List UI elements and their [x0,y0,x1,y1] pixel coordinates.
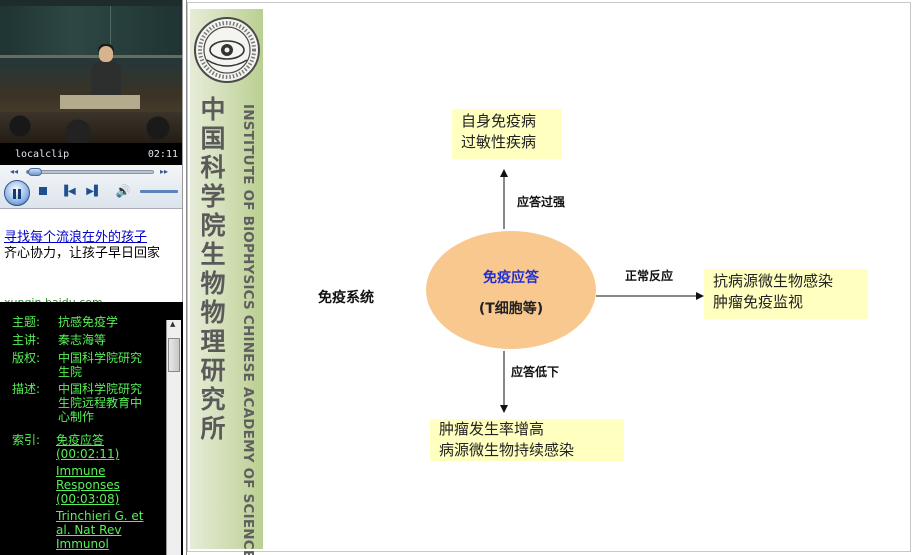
slide-frame: 中国科学院生物物理研究所 INSTITUTE OF BIOPHYSICS CHI… [187,2,911,555]
previous-icon: ▐◀ [60,185,76,197]
scroll-thumb[interactable] [168,338,180,372]
stop-icon [39,187,47,195]
info-value: 中国科学院研究生院 [58,351,143,379]
institute-seal-icon [194,17,260,83]
seek-thumb[interactable] [27,168,42,176]
banner-english-title: INSTITUTE OF BIOPHYSICS CHINESE ACADEMY … [240,104,256,555]
info-value: 秦志海等 [58,333,107,347]
box-overactive-outcomes: 自身免疫病 过敏性疾病 [452,109,562,159]
volume-slider[interactable] [140,190,178,193]
course-info-panel: 主题: 抗感免疫学 主讲: 秦志海等 版权: 中国科学院研究生院 描述: 中国科… [0,302,183,555]
index-link[interactable]: Immune Responses (00:03:08) [56,464,120,506]
player-status-bar: localclip 02:11 [0,143,182,165]
blackboard-divider [110,6,111,58]
info-scrollbar[interactable]: ▲ [166,320,181,555]
blackboard [0,6,182,58]
info-value: 中国科学院研究生院远程教育中心制作 [58,382,143,424]
rewind-icon[interactable]: ◂◂ [10,167,19,176]
volume-button[interactable]: 🔊 [113,181,133,201]
lecture-desk [60,95,140,109]
promo-block: 寻找每个流浪在外的孩子 齐心协力，让孩子早日回家 [4,230,180,262]
info-key: 版权: [12,351,41,365]
box-normal-outcomes: 抗病源微生物感染 肿瘤免疫监视 [704,269,868,319]
audience [0,112,182,143]
next-icon: ▶▌ [86,185,102,197]
institute-banner: 中国科学院生物物理研究所 INSTITUTE OF BIOPHYSICS CHI… [190,9,263,555]
scroll-up-icon[interactable]: ▲ [170,320,176,328]
lecturer-head [99,46,113,62]
outcome-line: 肿瘤发生率增高 [439,420,545,438]
outcome-line: 抗病源微生物感染 [713,272,834,290]
promo-link[interactable]: 寻找每个流浪在外的孩子 [4,230,148,245]
info-key: 描述: [12,382,41,396]
slide-area: 中国科学院生物物理研究所 INSTITUTE OF BIOPHYSICS CHI… [186,0,913,555]
center-title: 免疫应答 [483,270,539,286]
stop-button[interactable] [36,181,50,201]
seek-bar[interactable] [26,168,154,176]
clip-name: localclip [15,149,70,160]
outcome-line: 肿瘤免疫监视 [713,293,804,311]
volume-icon: 🔊 [115,184,131,198]
pause-button[interactable] [4,180,30,206]
promo-text: 齐心协力，让孩子早日回家 [4,246,161,261]
info-key: 主题: [12,315,41,329]
playback-time: 02:11 [147,149,178,160]
pause-icon [12,184,22,203]
outcome-line: 病源微生物持续感染 [439,441,575,459]
player-controls: ◂◂ ▸▸ ▐◀ ▶▌ 🔊 [0,165,182,209]
banner-english-wrap: INSTITUTE OF BIOPHYSICS CHINESE ACADEMY … [237,104,259,555]
next-button[interactable]: ▶▌ [86,181,102,201]
left-pane: localclip 02:11 ◂◂ ▸▸ ▐◀ ▶▌ 🔊 [0,0,183,555]
label-overactive: 应答过强 [517,195,566,209]
fast-forward-icon[interactable]: ▸▸ [160,167,169,176]
box-weak-outcomes: 肿瘤发生率增高 病源微生物持续感染 [430,419,624,461]
immune-response-ellipse: 免疫应答 (T细胞等) [426,231,596,349]
video-frame[interactable] [0,0,182,143]
label-weak: 应答低下 [511,365,560,379]
banner-chinese-title: 中国科学院生物物理研究所 [200,95,226,443]
center-subtitle: (T细胞等) [478,301,544,317]
outcome-line: 自身免疫病 [461,112,537,130]
outcome-line: 过敏性疾病 [461,133,537,151]
previous-button[interactable]: ▐◀ [60,181,76,201]
info-key: 索引: [12,433,41,447]
label-normal: 正常反应 [625,269,674,283]
info-key: 主讲: [12,333,41,347]
info-value: 抗感免疫学 [58,315,119,329]
promo-url[interactable]: xunqin.baidu.com [4,296,103,302]
index-link[interactable]: 免疫应答 (00:02:11) [56,433,120,461]
index-link-list: 免疫应答 (00:02:11) Immune Responses (00:03:… [56,433,160,551]
lecturer-figure [91,61,121,99]
index-link[interactable]: Trinchieri G. et al. Nat Rev Immunol [56,509,144,551]
immune-system-label: 免疫系统 [318,290,374,306]
